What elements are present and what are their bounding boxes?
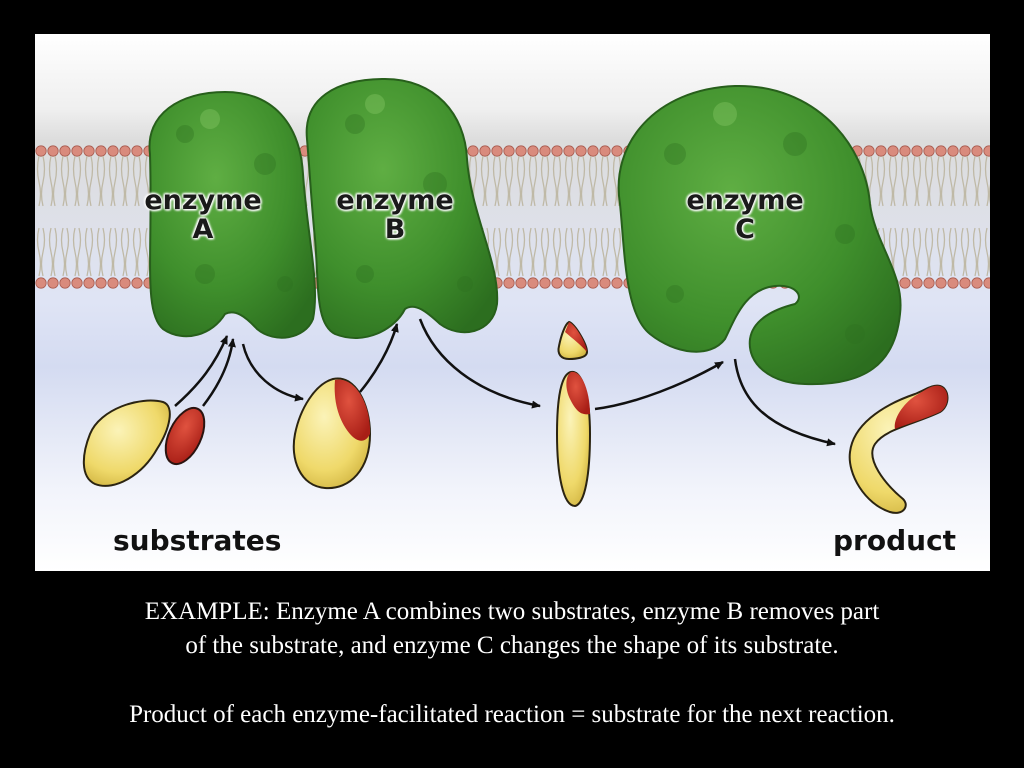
arrow-c-to-product (733, 358, 836, 447)
cleaved-substrate-red (566, 371, 590, 415)
enzyme-a-label-word: enzyme (144, 185, 262, 216)
product-red-part (894, 385, 948, 429)
pathway-illustration (35, 34, 990, 571)
product-label: product (833, 524, 957, 557)
arrow-substrate2-to-a (202, 338, 236, 407)
enzyme-c-shape (617, 84, 902, 386)
caption-line-1: EXAMPLE: Enzyme A combines two substrate… (144, 598, 880, 625)
arrow-cleaved-to-c (594, 360, 724, 411)
arrow-b-to-cleaved (418, 318, 541, 409)
enzyme-c-label: enzyme C (665, 186, 825, 244)
combined-substrate-red-part (334, 379, 371, 441)
reaction-arrows (174, 318, 836, 447)
enzyme-b-shape (305, 77, 499, 339)
enzyme-texture (176, 114, 865, 344)
arrow-combined-to-b (359, 323, 399, 393)
substrate-yellow-1 (82, 399, 171, 487)
arrow-a-to-combined (241, 343, 304, 402)
enzyme-highlights (200, 94, 737, 129)
substrates-label: substrates (113, 524, 282, 557)
enzyme-b-label: enzyme B (315, 186, 475, 244)
enzyme-a-label-letter: A (192, 214, 214, 245)
arrow-substrate1-to-a (174, 335, 229, 407)
caption-line-3: Product of each enzyme-facilitated react… (129, 701, 895, 728)
diagram-panel: enzyme A enzyme B enzyme C substrates pr… (35, 34, 990, 571)
enzyme-c-label-letter: C (735, 214, 755, 245)
enzyme-a-label: enzyme A (123, 186, 283, 244)
removed-fragment-red (565, 322, 587, 352)
substrate-red-1 (164, 406, 206, 466)
enzyme-b-label-letter: B (384, 214, 406, 245)
enzyme-c-label-word: enzyme (686, 185, 804, 216)
caption-line-2: of the substrate, and enzyme C changes t… (185, 632, 839, 659)
enzyme-b-label-word: enzyme (336, 185, 454, 216)
enzyme-a-shape (148, 90, 317, 339)
